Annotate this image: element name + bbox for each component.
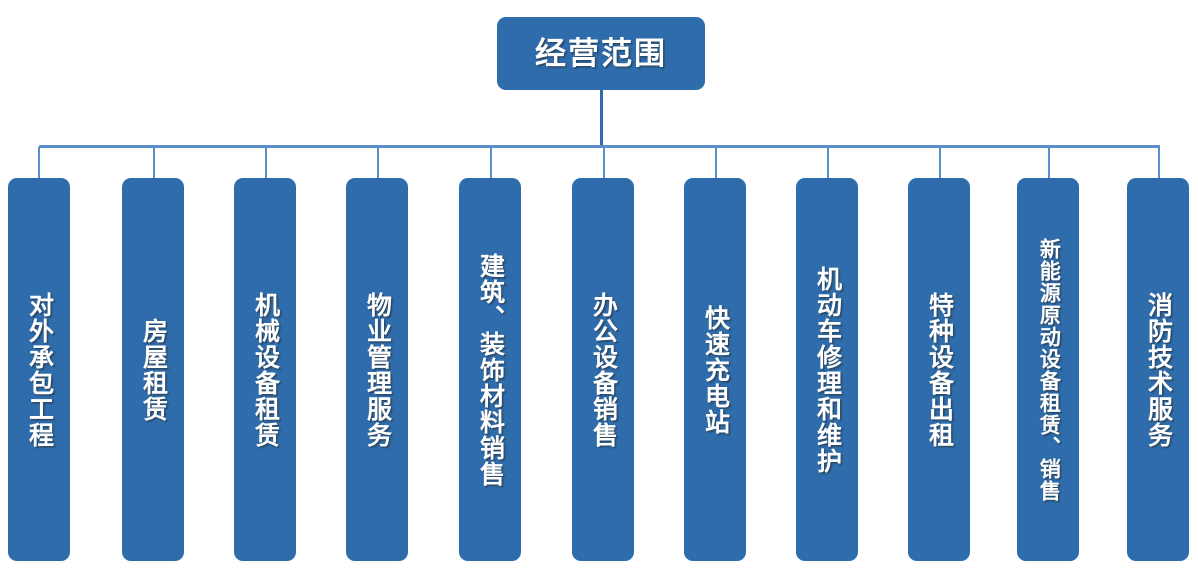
root-node-business-scope[interactable]: 经营范围 bbox=[497, 17, 705, 90]
leaf-node-label-10: 新能源原动设备租赁、销售 bbox=[1037, 237, 1061, 502]
leaf-node-label-3: 机械设备租赁 bbox=[251, 291, 280, 448]
connector-drop-5 bbox=[490, 147, 492, 179]
leaf-node-label-9: 特种设备出租 bbox=[925, 291, 954, 448]
leaf-node-label-1: 对外承包工程 bbox=[25, 291, 54, 448]
connector-drop-2 bbox=[153, 147, 155, 179]
leaf-node-label-2: 房屋租赁 bbox=[139, 317, 168, 422]
leaf-node-10[interactable]: 新能源原动设备租赁、销售 bbox=[1017, 178, 1079, 561]
connector-horizontal-bus bbox=[39, 145, 1160, 148]
connector-drop-1 bbox=[38, 147, 40, 179]
leaf-node-6[interactable]: 办公设备销售 bbox=[572, 178, 634, 561]
root-node-label: 经营范围 bbox=[535, 36, 667, 71]
leaf-node-3[interactable]: 机械设备租赁 bbox=[234, 178, 296, 561]
connector-drop-10 bbox=[1048, 147, 1050, 179]
leaf-node-11[interactable]: 消防技术服务 bbox=[1127, 178, 1189, 561]
connector-drop-7 bbox=[715, 147, 717, 179]
leaf-node-label-11: 消防技术服务 bbox=[1144, 291, 1173, 448]
connector-root-stem bbox=[600, 90, 603, 147]
leaf-node-label-7: 快速充电站 bbox=[701, 304, 730, 435]
leaf-node-label-4: 物业管理服务 bbox=[363, 291, 392, 448]
leaf-node-7[interactable]: 快速充电站 bbox=[684, 178, 746, 561]
leaf-node-1[interactable]: 对外承包工程 bbox=[8, 178, 70, 561]
leaf-node-9[interactable]: 特种设备出租 bbox=[908, 178, 970, 561]
leaf-node-4[interactable]: 物业管理服务 bbox=[346, 178, 408, 561]
connector-drop-6 bbox=[603, 147, 605, 179]
leaf-node-label-6: 办公设备销售 bbox=[589, 291, 618, 448]
leaf-node-label-8: 机动车修理和维护 bbox=[813, 265, 842, 474]
leaf-node-8[interactable]: 机动车修理和维护 bbox=[796, 178, 858, 561]
leaf-node-label-5: 建筑、装饰材料销售 bbox=[476, 252, 505, 487]
connector-drop-9 bbox=[939, 147, 941, 179]
leaf-node-2[interactable]: 房屋租赁 bbox=[122, 178, 184, 561]
connector-drop-3 bbox=[265, 147, 267, 179]
connector-drop-11 bbox=[1158, 147, 1160, 179]
leaf-node-5[interactable]: 建筑、装饰材料销售 bbox=[459, 178, 521, 561]
connector-drop-4 bbox=[377, 147, 379, 179]
connector-drop-8 bbox=[827, 147, 829, 179]
